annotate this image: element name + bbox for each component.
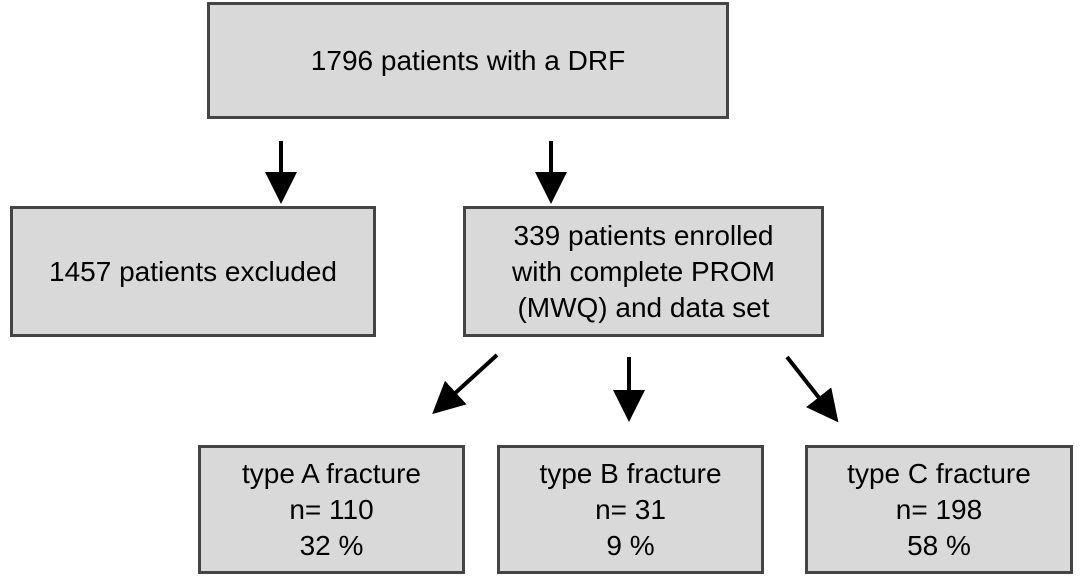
type-b-count: n= 31 [595,493,666,525]
type-a-label: type A fracture [242,457,421,489]
total-patients-text: 1796 patients with a DRF [310,44,626,76]
excluded-patients-text: 1457 patients excluded [49,255,337,287]
type-a-fracture-box: type A fracture n= 110 32 % [198,445,465,574]
type-a-count: n= 110 [289,493,374,525]
enrolled-line-1: 339 patients enrolled [513,219,774,251]
enrolled-line-2: with complete PROM [512,255,775,287]
enrolled-patients-box: 339 patients enrolled with complete PROM… [463,206,824,337]
type-b-fracture-box: type B fracture n= 31 9 % [497,445,764,574]
total-patients-box: 1796 patients with a DRF [207,2,729,119]
arrow-to-type-a [432,353,499,415]
type-a-percent: 32 % [299,529,364,561]
type-c-percent: 58 % [907,529,971,561]
excluded-patients-box: 1457 patients excluded [10,206,376,337]
type-c-label: type C fracture [847,457,1031,489]
type-b-label: type B fracture [539,457,722,489]
type-c-count: n= 198 [895,493,983,525]
enrolled-line-3: (MWQ) and data set [517,291,770,323]
type-b-percent: 9 % [606,529,655,561]
type-c-fracture-box: type C fracture n= 198 58 % [805,445,1073,574]
arrow-to-type-c [785,355,839,423]
